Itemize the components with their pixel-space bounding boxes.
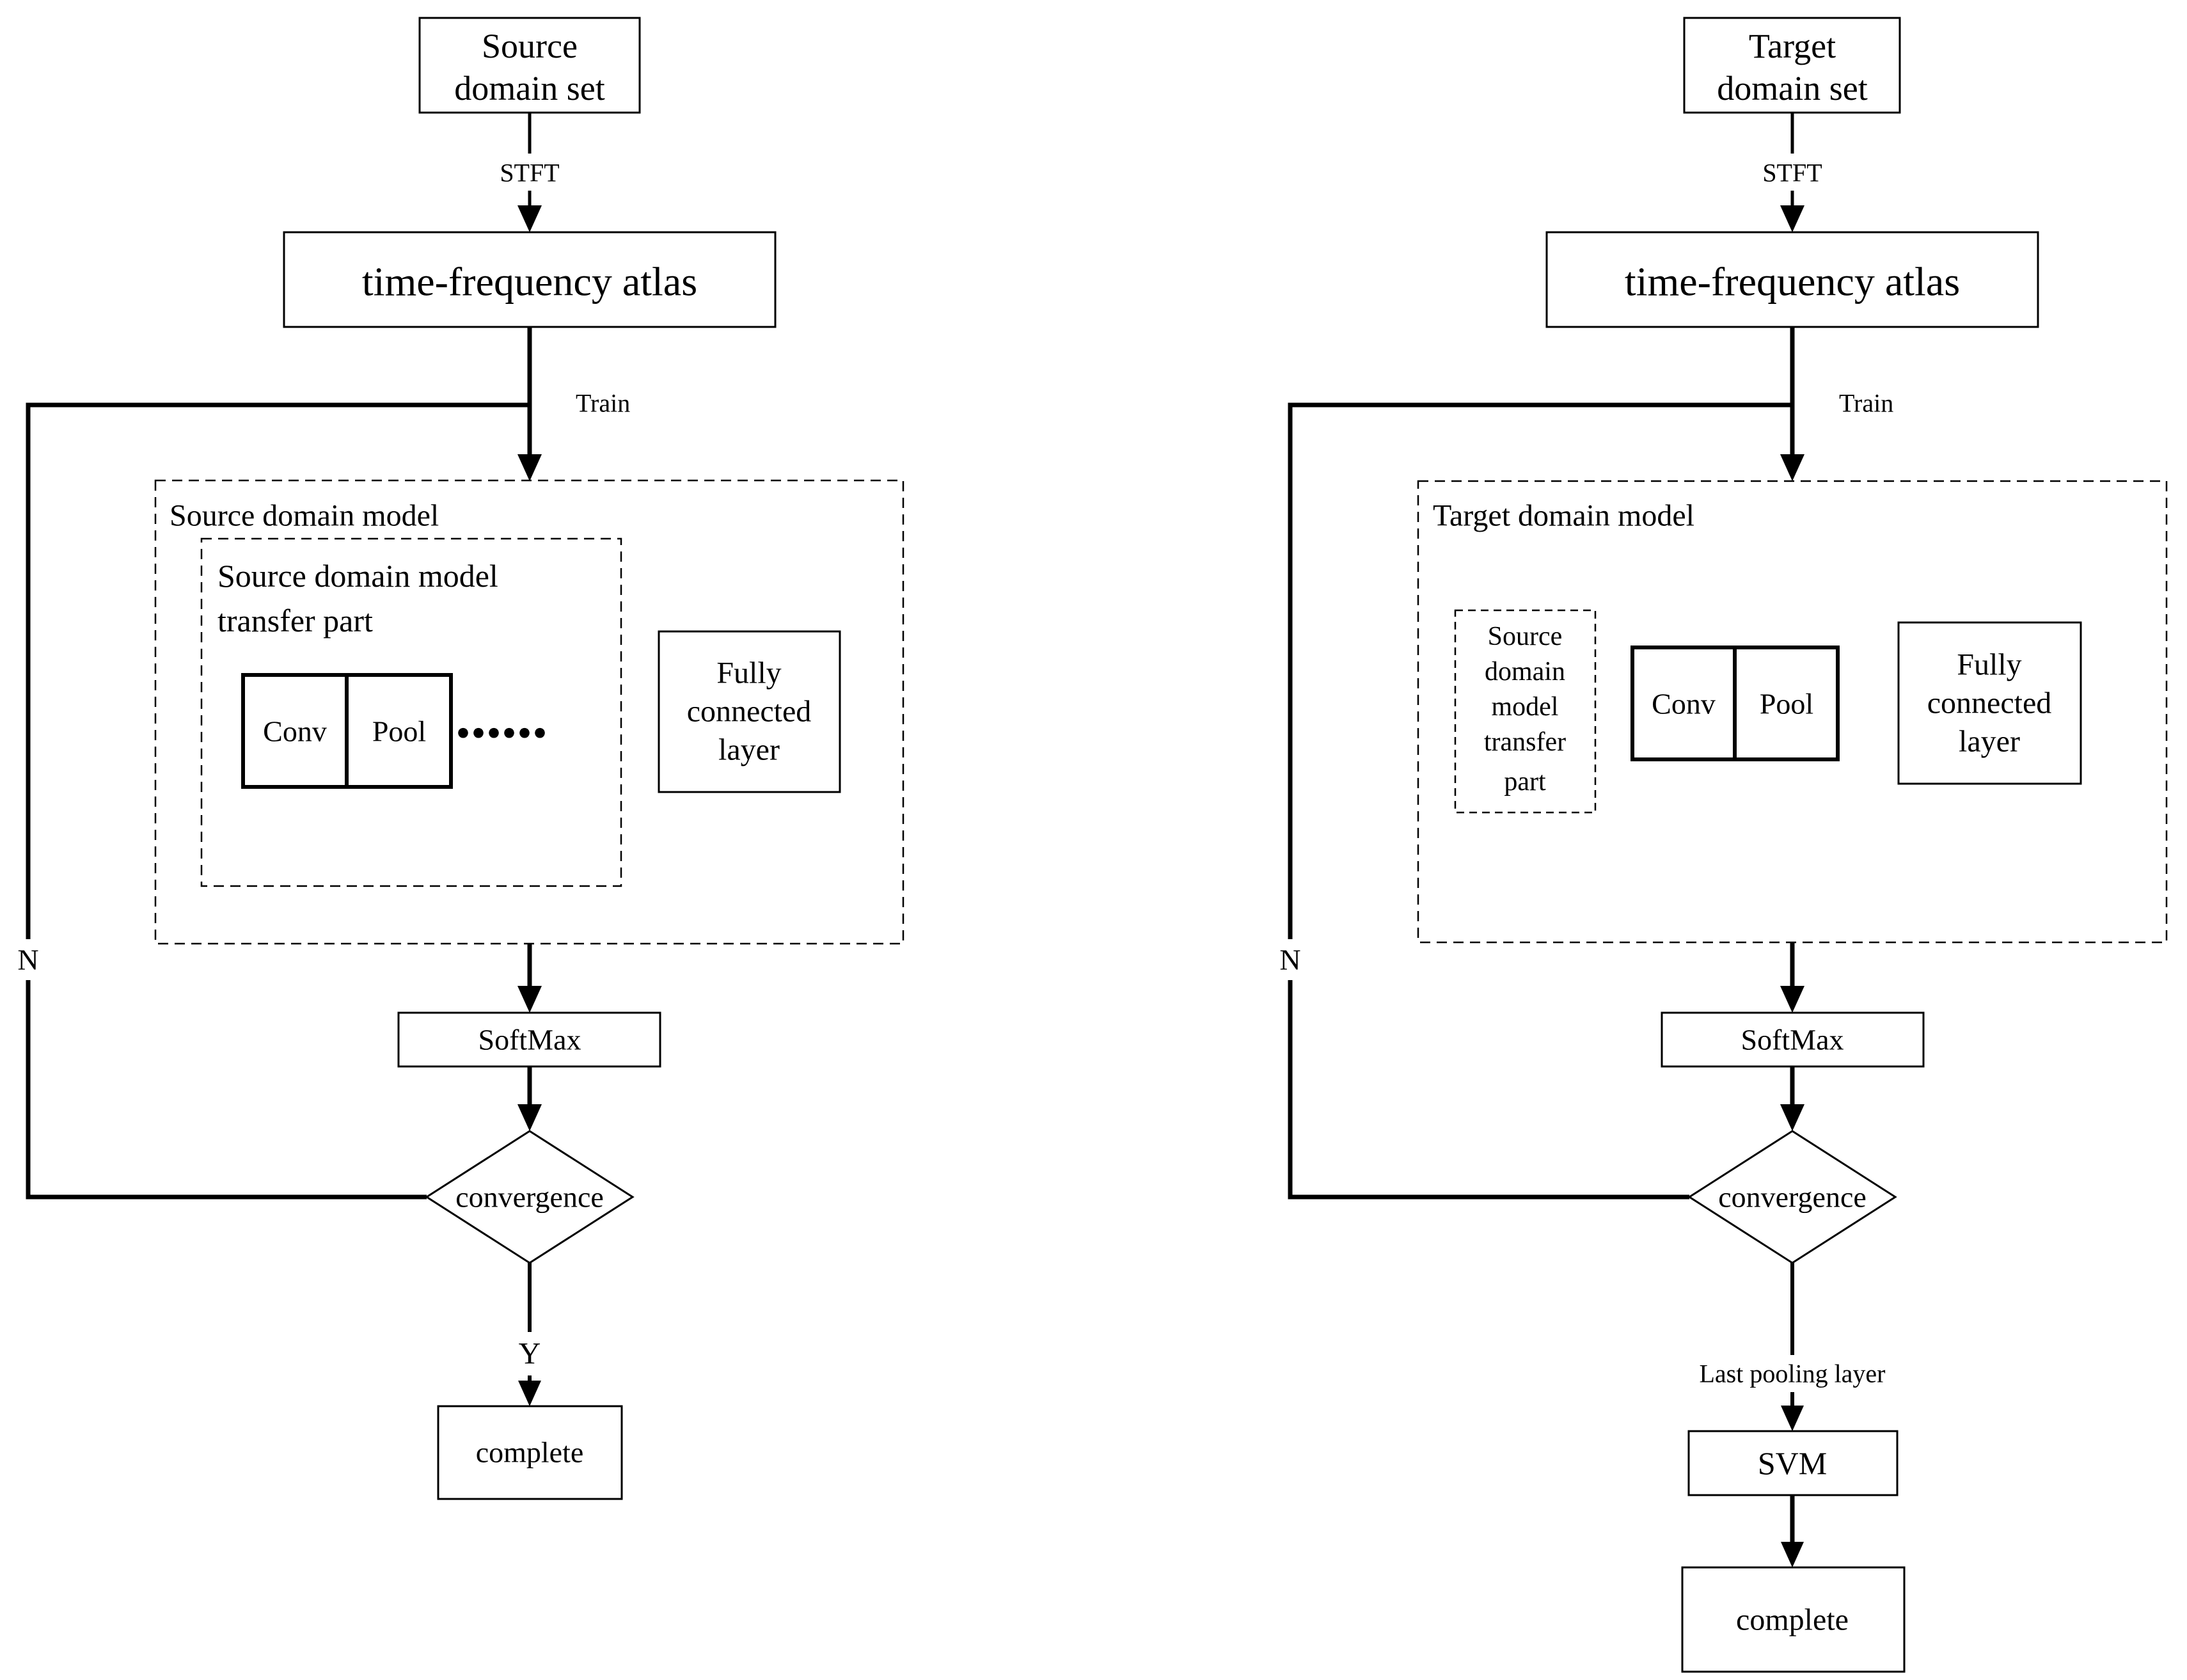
- left-transfer-part-box: [200, 537, 622, 887]
- source-domain-set-label-line1: Source: [482, 27, 578, 65]
- left-pool-label: Pool: [372, 715, 426, 748]
- left-atlas-label: time-frequency atlas: [362, 259, 697, 305]
- right-fc-label-line1: Fully: [1957, 648, 2021, 682]
- left-fc-box: [658, 630, 841, 793]
- source-domain-set-box: [418, 17, 641, 114]
- left-train-label: Train: [576, 389, 630, 418]
- right-stft-label-bg: [1751, 154, 1834, 191]
- right-model-to-softmax-arrowhead: [1780, 986, 1804, 1013]
- target-domain-set-label-line1: Target: [1749, 27, 1836, 65]
- right-train-label: Train: [1839, 389, 1893, 418]
- left-y-label-bg: [510, 1332, 549, 1375]
- source-domain-set-label-line2: domain set: [454, 69, 604, 107]
- right-softmax-box: [1661, 1011, 1925, 1068]
- target-domain-set-box: [1683, 17, 1901, 114]
- right-complete-box: [1681, 1566, 1906, 1673]
- left-complete-box: [437, 1405, 623, 1500]
- svm-box: [1687, 1430, 1899, 1496]
- right-fc-label-line3: layer: [1959, 725, 2020, 759]
- left-fc-label-line1: Fully: [716, 656, 781, 690]
- right-softmax-to-convergence-arrowhead: [1780, 1104, 1804, 1131]
- svm-label: SVM: [1758, 1445, 1827, 1481]
- right-transfer-part-label-line5: part: [1504, 767, 1546, 796]
- left-softmax-label: SoftMax: [478, 1024, 581, 1056]
- right-convergence-label: convergence: [1718, 1181, 1867, 1214]
- right-n-label-bg: [1274, 939, 1307, 980]
- right-last-pooling-label: Last pooling layer: [1699, 1359, 1885, 1388]
- left-fc-label-line3: layer: [718, 733, 780, 767]
- right-pool-label: Pool: [1760, 688, 1813, 720]
- left-stft-label-bg: [488, 154, 571, 191]
- source-domain-model-label: Source domain model: [170, 499, 439, 533]
- left-convergence-label: convergence: [455, 1181, 604, 1214]
- right-fc-label-line2: connected: [1927, 686, 2052, 720]
- right-softmax-label: SoftMax: [1741, 1024, 1844, 1056]
- left-n-loop-line: [26, 402, 530, 1200]
- right-stft-arrowhead: [1780, 205, 1804, 232]
- right-transfer-part-label-line3: model: [1492, 692, 1559, 722]
- right-atlas-label: time-frequency atlas: [1625, 259, 1960, 305]
- right-train-arrowhead: [1780, 454, 1804, 481]
- right-conv-label: Conv: [1652, 688, 1716, 720]
- left-stft-arrowhead: [517, 205, 542, 232]
- right-last-pooling-label-bg: [1682, 1355, 1903, 1392]
- svm-to-complete-arrowhead: [1781, 1542, 1804, 1567]
- right-n-label: N: [1279, 944, 1300, 976]
- right-transfer-part-label-line1: Source: [1488, 622, 1563, 651]
- left-complete-label: complete: [476, 1436, 584, 1469]
- right-transfer-part-label-line2: domain: [1485, 657, 1565, 686]
- right-complete-label: complete: [1736, 1603, 1849, 1637]
- left-model-to-softmax-arrowhead: [517, 986, 542, 1013]
- target-domain-model-label: Target domain model: [1433, 499, 1694, 533]
- left-softmax-to-convergence-arrowhead: [517, 1104, 542, 1131]
- left-y-label: Y: [519, 1337, 541, 1371]
- right-atlas-box: [1545, 231, 2039, 328]
- left-stft-label: STFT: [500, 159, 559, 187]
- right-last-pooling-arrowhead: [1781, 1406, 1804, 1431]
- target-domain-set-label-line2: domain set: [1717, 69, 1867, 107]
- left-fc-label-line2: connected: [687, 695, 812, 729]
- left-train-arrowhead: [517, 454, 542, 481]
- left-n-label-bg: [12, 939, 45, 980]
- left-transfer-part-label-line2: transfer part: [217, 603, 373, 638]
- right-transfer-part-label-line4: transfer: [1484, 727, 1566, 757]
- left-y-arrowhead: [518, 1381, 541, 1406]
- left-n-label: N: [17, 944, 38, 976]
- ellipsis-dots: ......: [455, 682, 548, 750]
- left-conv-label: Conv: [263, 715, 327, 748]
- right-fc-box: [1897, 621, 2082, 785]
- right-n-loop-line: [1288, 402, 1792, 1200]
- right-transfer-part-box: [1454, 609, 1597, 814]
- right-stft-label: STFT: [1762, 159, 1822, 187]
- left-transfer-part-label-line1: Source domain model: [217, 558, 498, 594]
